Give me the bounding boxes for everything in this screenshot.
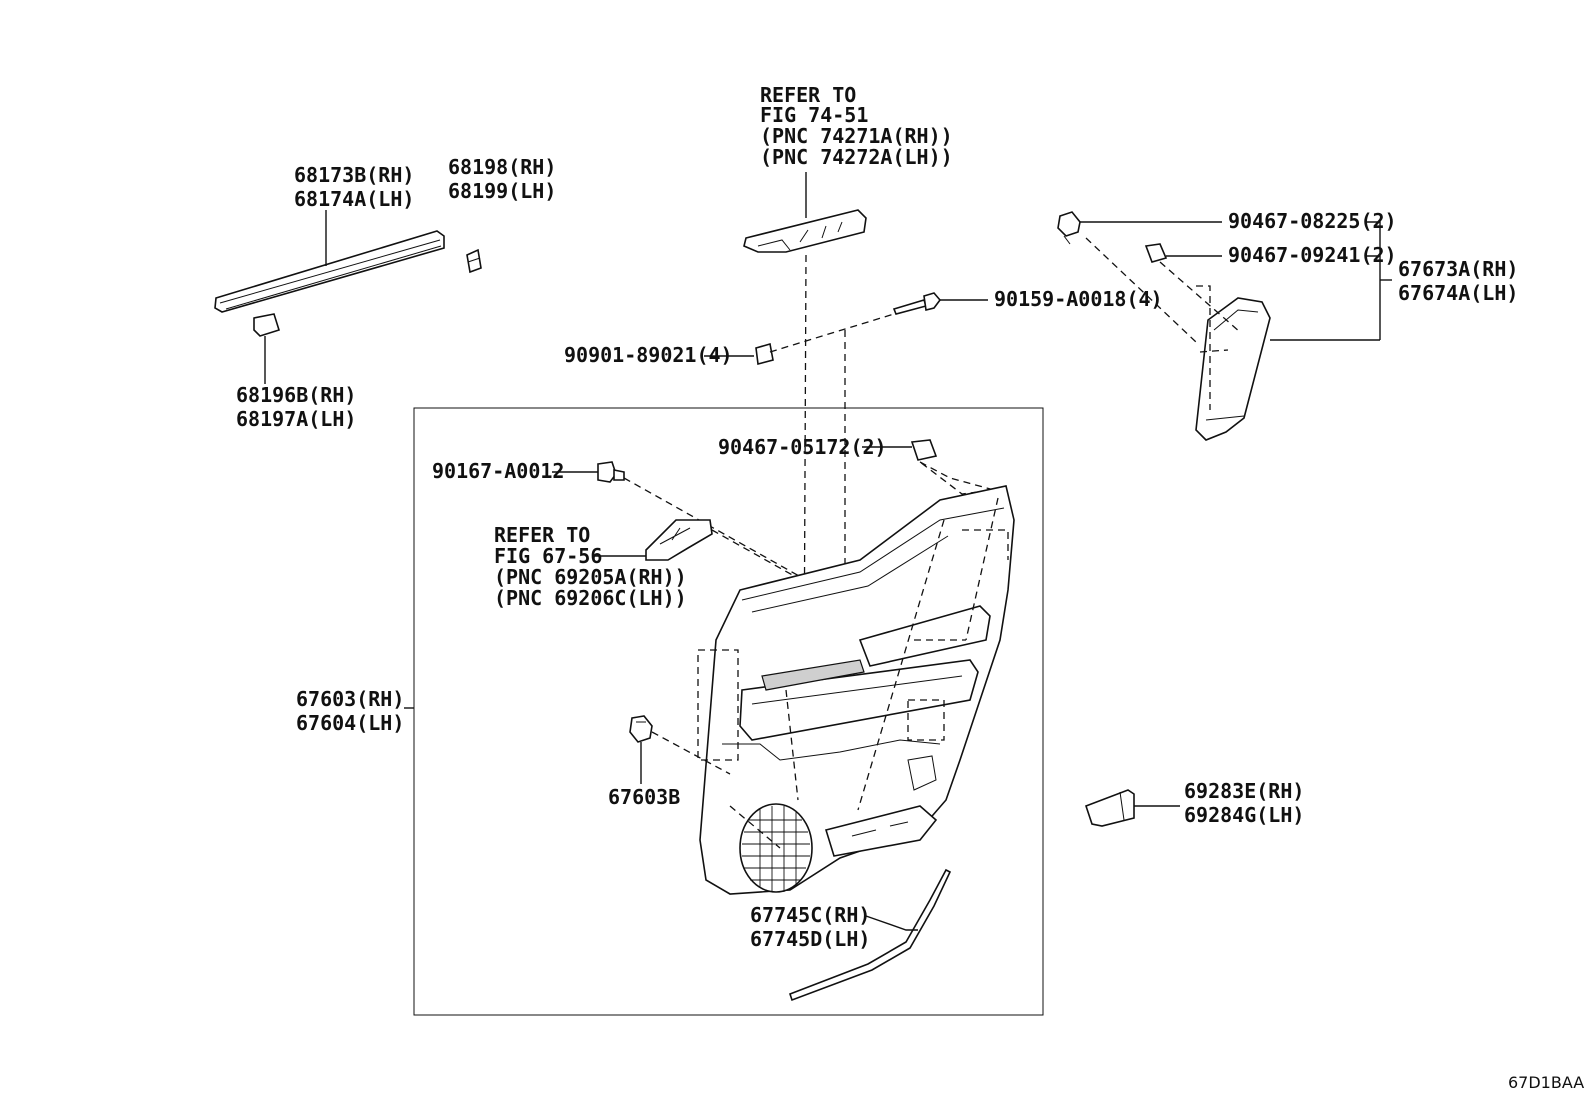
clip-68198-part: [466, 248, 482, 274]
label-90467-08225: 90467-08225(2): [1228, 209, 1397, 233]
cover-69283-part: [1084, 789, 1180, 827]
weatherstrip-67745-part: [788, 868, 952, 1002]
label-67604: 67604(LH): [296, 711, 404, 735]
diagram-code: 67D1BAA: [1508, 1073, 1584, 1092]
speaker-grille: [742, 806, 810, 892]
nut-90901-part: [704, 342, 774, 366]
label-67673A: 67673A(RH): [1398, 257, 1518, 281]
label-69284G: 69284G(LH): [1184, 803, 1304, 827]
label-refer74-line1: REFER TO: [760, 83, 856, 107]
label-68197A: 68197A(LH): [236, 407, 356, 431]
label-refer74-line4: (PNC 74272A(LH)): [760, 145, 953, 169]
switch-base-part: [743, 172, 867, 253]
label-90159: 90159-A0018(4): [994, 287, 1163, 311]
inner-handle-part: [592, 519, 713, 561]
label-67745D: 67745D(LH): [750, 927, 870, 951]
label-67603B: 67603B: [608, 785, 680, 809]
clip-90467-09241-part: [1144, 243, 1222, 263]
label-68173B: 68173B(RH): [294, 163, 414, 187]
pull-handle-cover-part: [1195, 297, 1380, 441]
label-68198: 68198(RH): [448, 155, 556, 179]
label-67745C: 67745C(RH): [750, 903, 870, 927]
label-refer74-line3: (PNC 74271A(RH)): [760, 124, 953, 148]
label-90167: 90167-A0012: [432, 459, 564, 483]
clip-90467-08225-part: [1057, 211, 1222, 245]
label-68196B: 68196B(RH): [236, 383, 356, 407]
label-90467-05172: 90467-05172(2): [718, 435, 887, 459]
label-refer67-line2: FIG 67-56: [494, 544, 602, 568]
assembly-frame: [413, 407, 1044, 1016]
label-68174A: 68174A(LH): [294, 187, 414, 211]
screw-90167-part: [552, 461, 625, 483]
label-refer67-line3: (PNC 69205A(RH)): [494, 565, 687, 589]
label-69283E: 69283E(RH): [1184, 779, 1304, 803]
label-90467-09241: 90467-09241(2): [1228, 243, 1397, 267]
label-67603: 67603(RH): [296, 687, 404, 711]
door-trim-panel-part: [699, 485, 1015, 895]
clip-67603B-part: [629, 715, 653, 784]
label-refer74-line2: FIG 74-51: [760, 103, 868, 127]
clip-90467-05172-part: [862, 439, 938, 461]
label-68199: 68199(LH): [448, 179, 556, 203]
clip-68196-part: [253, 313, 281, 384]
belt-moulding-part: [214, 210, 445, 313]
label-90901: 90901-89021(4): [564, 343, 733, 367]
label-refer67-line4: (PNC 69206C(LH)): [494, 586, 687, 610]
screw-90159-part: [892, 292, 988, 315]
label-67674A: 67674A(LH): [1398, 281, 1518, 305]
label-refer67-line1: REFER TO: [494, 523, 590, 547]
